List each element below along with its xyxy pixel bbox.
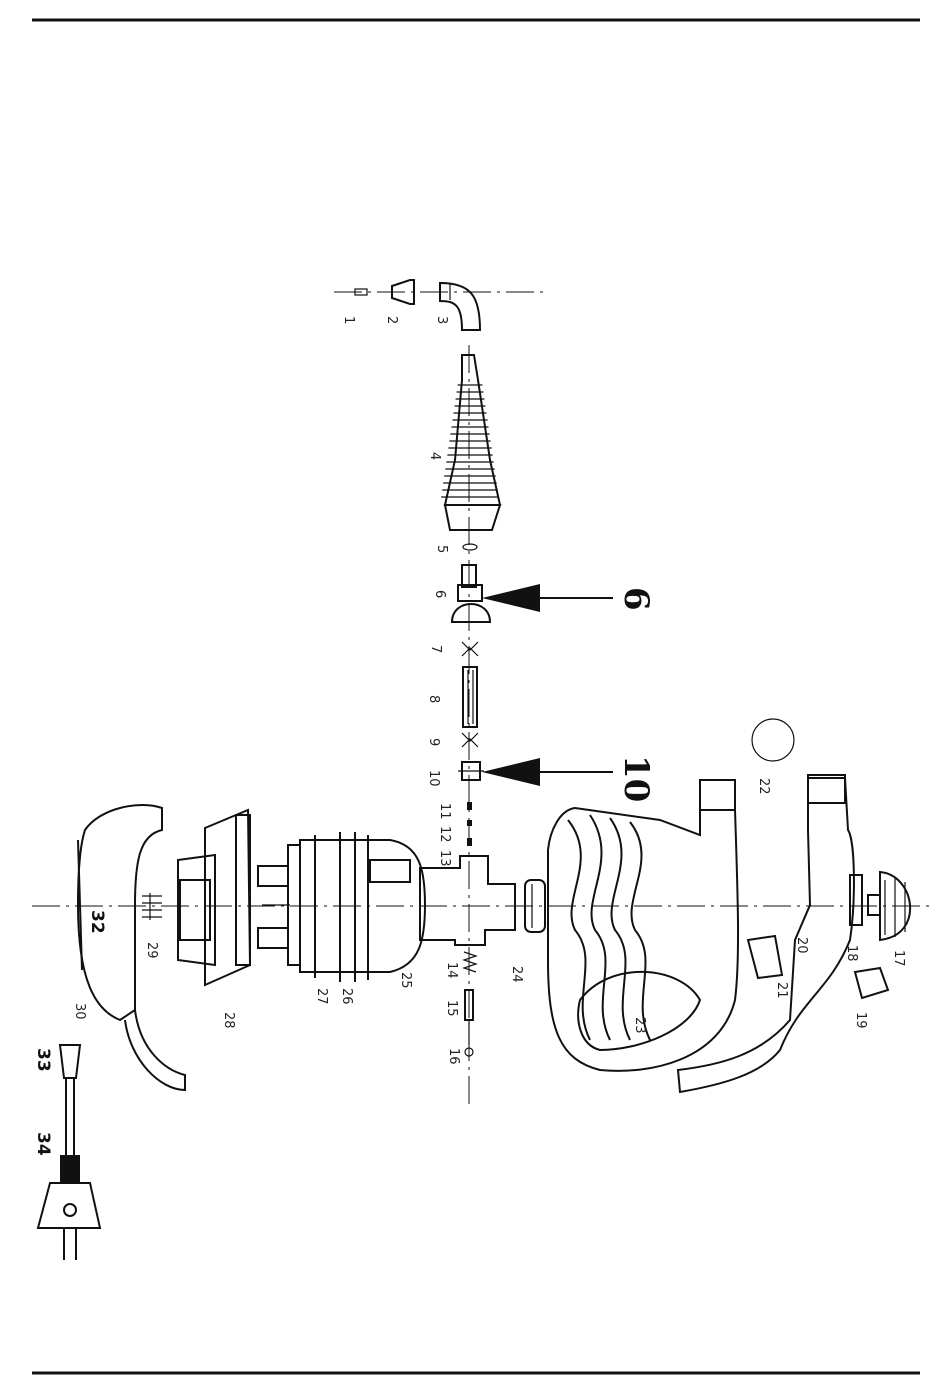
part-label: 19 — [853, 1012, 868, 1029]
part-label: 21 — [774, 982, 789, 999]
part-label: 22 — [756, 778, 771, 795]
part-label: 27 — [314, 988, 329, 1005]
part-label: 12 — [437, 826, 452, 843]
part-label: 16 — [446, 1048, 461, 1065]
part-clip-7 — [462, 642, 478, 656]
callout-label: 10 — [616, 755, 656, 802]
part-dome — [452, 604, 490, 622]
plug-label: 33 — [33, 1048, 53, 1072]
part-base-plate — [178, 810, 250, 985]
part-sleeve — [463, 667, 477, 727]
part-label: 23 — [632, 1017, 647, 1034]
part-valve — [458, 565, 482, 601]
part-label: 2 — [384, 316, 399, 324]
part-label: 1 — [341, 316, 356, 324]
part-label: 14 — [444, 962, 459, 979]
part-handle-assembly — [678, 775, 888, 1092]
part-label: 8 — [426, 695, 441, 703]
part-13 — [467, 838, 472, 846]
part-label: 29 — [144, 942, 159, 959]
part-label: 28 — [221, 1012, 236, 1029]
part-label: 25 — [398, 972, 413, 989]
arrow-6 — [482, 584, 613, 612]
part-label: 10 — [426, 770, 441, 787]
part-clip-9 — [462, 733, 478, 747]
part-label: 5 — [434, 545, 449, 553]
part-11 — [467, 802, 472, 810]
part-ring — [463, 544, 477, 550]
part-bracket — [258, 866, 290, 948]
part-label: 26 — [339, 988, 354, 1005]
part-spring — [464, 952, 476, 972]
part-label: 11 — [437, 803, 452, 820]
part-label: 6 — [432, 590, 447, 598]
part-label: 9 — [426, 738, 441, 746]
arrow-10 — [482, 758, 613, 786]
part-fitting — [458, 762, 484, 780]
part-label: 17 — [891, 950, 906, 967]
plug-label: 34 — [33, 1132, 53, 1156]
part-12 — [467, 820, 472, 826]
part-corrugated-hose — [441, 355, 500, 530]
part-label: 13 — [437, 850, 452, 867]
part-label: 3 — [434, 316, 449, 324]
part-label: 24 — [509, 966, 524, 983]
part-label: 30 — [72, 1003, 87, 1020]
plug-label: 32 — [87, 910, 107, 934]
part-label: 7 — [428, 645, 443, 653]
part-label: 15 — [444, 1000, 459, 1017]
callout-label: 6 — [616, 587, 656, 611]
part-o-ring — [752, 719, 794, 761]
part-housing — [78, 805, 185, 1090]
part-label: 20 — [794, 937, 809, 954]
part-label: 18 — [844, 945, 859, 962]
part-boiler — [288, 832, 425, 982]
part-connector — [420, 856, 515, 945]
part-label: 4 — [427, 452, 442, 460]
